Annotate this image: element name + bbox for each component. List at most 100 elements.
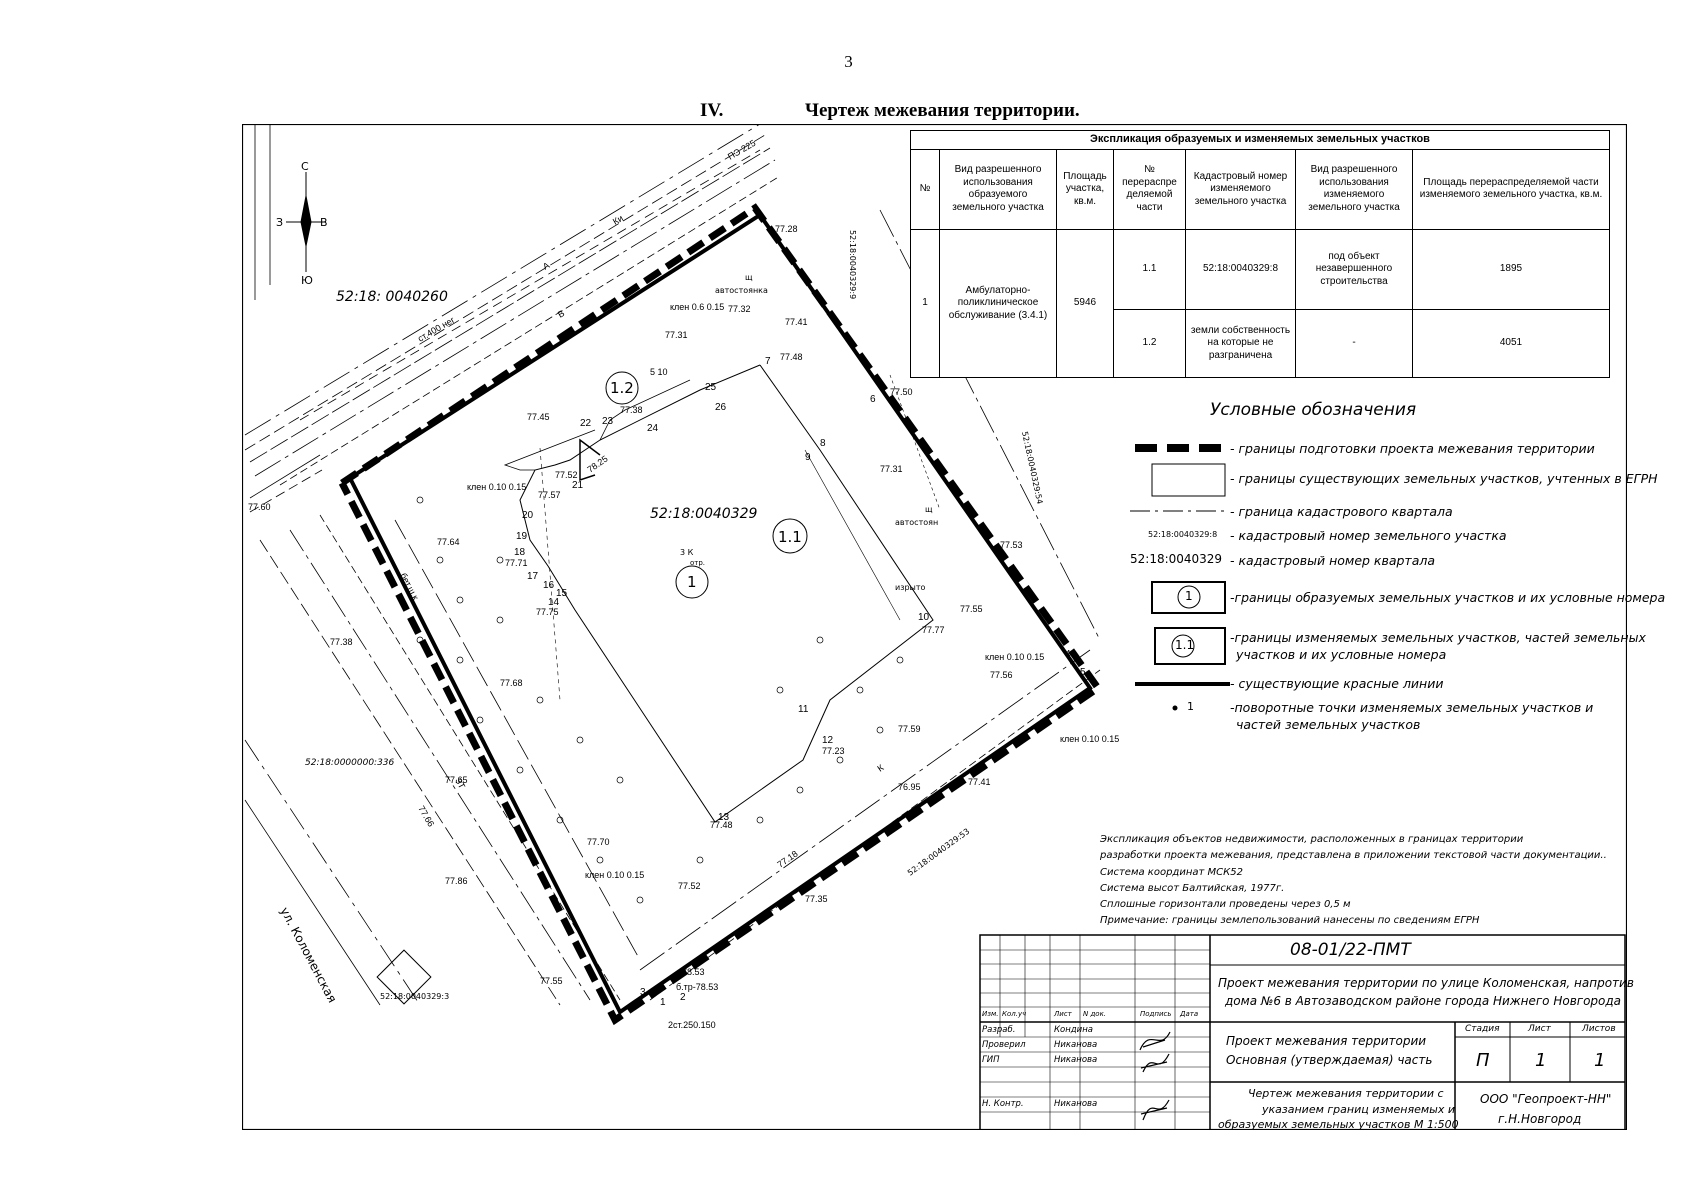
sheets-label: Листов: [1582, 1024, 1616, 1034]
svg-text:77.70: 77.70: [587, 837, 610, 847]
street-name: ул. Коломенская: [277, 905, 339, 1005]
legend-item: - кадастровый номер квартала: [1230, 553, 1436, 568]
svg-text:5 10: 5 10: [650, 367, 668, 377]
sheet-label: Лист: [1528, 1024, 1551, 1034]
compass-s: Ю: [301, 274, 313, 287]
zone-label: 1: [687, 573, 697, 591]
doc-code: 08-01/22-ПМТ: [1290, 940, 1411, 960]
svg-text:77.38: 77.38: [330, 637, 353, 647]
drawing-line: Чертеж межевания территории с: [1248, 1087, 1444, 1100]
building-label: щ: [745, 273, 753, 282]
svg-text:25: 25: [705, 382, 717, 393]
legend-item: - границы подготовки проекта межевания т…: [1230, 441, 1595, 456]
part-area: 4051: [1412, 308, 1610, 378]
red-line: [348, 212, 1093, 1015]
svg-text:77.50: 77.50: [890, 387, 913, 397]
svg-text:24: 24: [647, 423, 659, 434]
building-label: щ: [925, 505, 933, 514]
building-label: 3 К: [680, 548, 694, 557]
legend-item: частей земельных участков: [1236, 717, 1421, 732]
svg-text:78.25: 78.25: [585, 454, 609, 475]
col-header: №: [910, 148, 940, 230]
part-area: 1895: [1412, 228, 1610, 310]
svg-text:77.38: 77.38: [620, 405, 643, 415]
svg-text:20: 20: [522, 510, 534, 521]
svg-text:клен 0.10 0.15: клен 0.10 0.15: [1060, 734, 1119, 744]
svg-text:77.65: 77.65: [445, 775, 468, 785]
svg-text:76.95: 76.95: [898, 782, 921, 792]
legend-item: участков и их условные номера: [1236, 647, 1447, 662]
legend-item: -границы образуемых земельных участков и…: [1230, 590, 1666, 605]
project-boundary: [338, 203, 1103, 1026]
svg-text:клен 0.10 0.15: клен 0.10 0.15: [467, 482, 526, 492]
svg-text:77.18: 77.18: [775, 849, 799, 870]
building-label: автостоян: [895, 518, 938, 527]
svg-text:2: 2: [680, 992, 686, 1003]
section-number: IV.: [700, 100, 724, 121]
svg-text:77.55: 77.55: [960, 604, 983, 614]
legend-item: - границы существующих земельных участко…: [1230, 471, 1658, 486]
turning-points: 1 2 3 4 5 6 7 8 9 10 11 12 13 14 15 16 1…: [514, 356, 1086, 1008]
svg-text:77.48: 77.48: [780, 352, 803, 362]
svg-text:9: 9: [805, 452, 811, 463]
svg-text:77.55: 77.55: [540, 976, 563, 986]
sheets: 1: [1594, 1050, 1606, 1071]
col-header: Вид разрешенного использования образуемо…: [939, 148, 1057, 230]
svg-text:В: В: [556, 308, 566, 320]
person: Никанова: [1054, 1055, 1098, 1065]
stage: П: [1476, 1050, 1490, 1071]
svg-text:77.57: 77.57: [538, 490, 561, 500]
svg-text:77.48: 77.48: [710, 820, 733, 830]
building-label: изрыто: [895, 583, 926, 592]
row-number: 1: [910, 228, 940, 378]
svg-text:10: 10: [918, 612, 930, 623]
section-title: Чертеж межевания территории.: [805, 100, 1080, 121]
legend-samples: [1130, 444, 1230, 711]
part-number: 1.2: [1113, 308, 1186, 378]
col-ndoc: N док.: [1083, 1010, 1107, 1018]
col-header: Вид разрешенного использования изменяемо…: [1295, 148, 1413, 230]
part-use: под объект незавершенного строительства: [1295, 228, 1413, 310]
col-date: Дата: [1180, 1010, 1199, 1018]
project-line: дома №6 в Автозаводском районе города Ни…: [1225, 994, 1622, 1008]
part-number: 1.1: [1113, 228, 1186, 310]
parcel-label: 52:18:0040329:3: [380, 992, 449, 1001]
sheet: 1: [1535, 1050, 1547, 1071]
col-izm: Изм.: [982, 1010, 999, 1018]
svg-text:К: К: [875, 762, 886, 774]
part-use: -: [1295, 308, 1413, 378]
quarter-label: 52:18:0000000:336: [305, 758, 395, 768]
compass-w: З: [276, 216, 283, 229]
svg-text:14: 14: [548, 597, 560, 608]
svg-text:77.66: 77.66: [416, 804, 436, 829]
legend-item: - существующие красные линии: [1230, 676, 1444, 691]
svg-text:2ст.250.150: 2ст.250.150: [668, 1020, 716, 1030]
legend-sample: 1: [1187, 700, 1194, 713]
svg-text:6: 6: [870, 394, 876, 405]
svg-text:77.23: 77.23: [822, 746, 845, 756]
drawing-line: образуемых земельных участков М 1:500: [1218, 1118, 1459, 1131]
note-line: Примечание: границы землепользований нан…: [1100, 915, 1480, 927]
svg-text:77.52: 77.52: [555, 470, 578, 480]
legend-item: -границы изменяемых земельных участков, …: [1230, 630, 1646, 645]
parcel-label: 52:18:0040329:9: [848, 230, 857, 299]
svg-text:77.56: 77.56: [990, 670, 1013, 680]
part-cadastral: земли собственность на которые не разгра…: [1185, 308, 1296, 378]
svg-text:26: 26: [715, 402, 727, 413]
signature-icon: [1139, 1031, 1171, 1121]
col-koluch: Кол.уч: [1002, 1010, 1027, 1018]
person: Никанова: [1054, 1099, 1098, 1109]
title-block: [979, 934, 1626, 1130]
svg-text:78.53: 78.53: [682, 967, 705, 977]
person: Никанова: [1054, 1040, 1098, 1050]
svg-text:77.32: 77.32: [728, 304, 751, 314]
svg-text:77.45: 77.45: [527, 412, 550, 422]
svg-text:77.77: 77.77: [922, 625, 945, 635]
svg-text:12: 12: [822, 735, 834, 746]
svg-text:4: 4: [1065, 649, 1071, 660]
note-line: Система координат МСК52: [1100, 866, 1243, 878]
svg-text:19: 19: [516, 531, 528, 542]
svg-text:77.35: 77.35: [805, 894, 828, 904]
role: Н. Контр.: [982, 1099, 1024, 1109]
doc-line: Проект межевания территории: [1226, 1034, 1427, 1048]
